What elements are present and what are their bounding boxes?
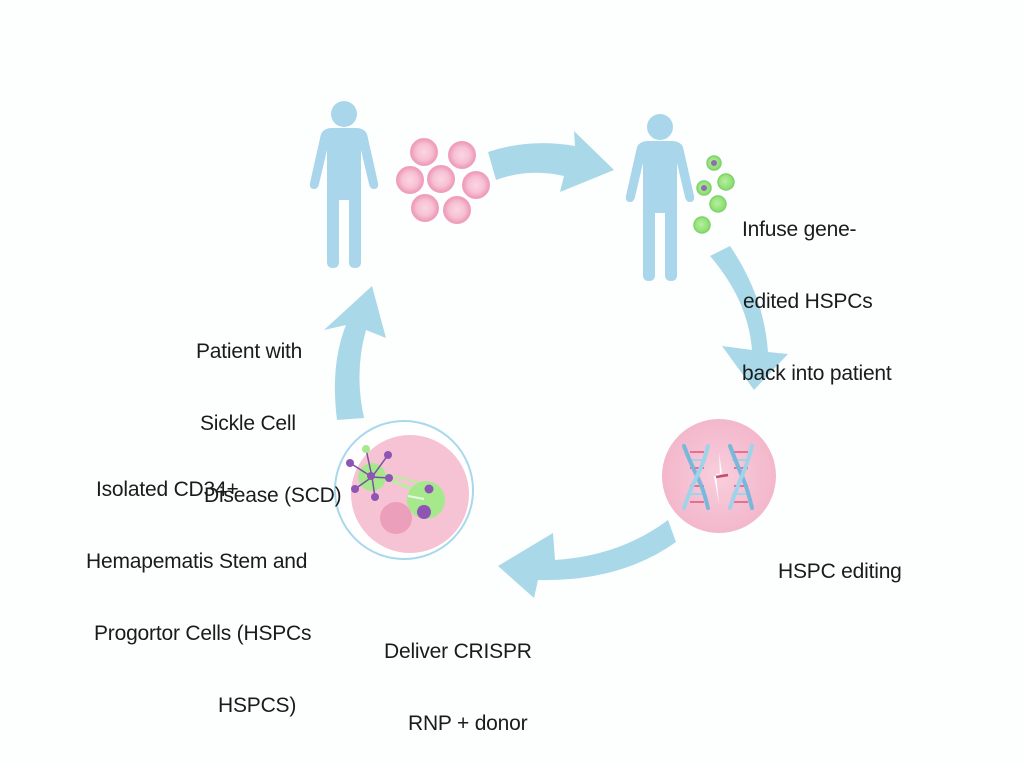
red-blood-cell bbox=[411, 194, 439, 222]
red-blood-cell bbox=[410, 138, 438, 166]
red-blood-cell bbox=[448, 141, 476, 169]
infuse-label: Infuse gene- edited HSPCs back into pati… bbox=[742, 170, 892, 410]
infuse-label-line: Infuse gene- bbox=[742, 218, 857, 241]
arrow-right-icon bbox=[488, 131, 614, 192]
patient-label-line: Patient with bbox=[196, 340, 303, 363]
hspc-editing-label: HSPC editing bbox=[778, 512, 902, 608]
isolated-label-line: Progortor Cells (HSPCs bbox=[94, 622, 312, 645]
patient-person-icon bbox=[309, 101, 379, 268]
patient-label-line: Disease (SCD) bbox=[204, 484, 342, 507]
isolated-label-line: Isolated CD34+ bbox=[96, 478, 239, 501]
infuse-label-line: edited HSPCs bbox=[743, 290, 873, 313]
isolated-label-line: HSPCS) bbox=[218, 694, 297, 717]
arrow-down-icon bbox=[710, 246, 788, 390]
isolated-label-line: Hemapematis Stem and bbox=[86, 550, 308, 573]
petri-dish-icon bbox=[334, 420, 474, 560]
deliver-crispr-label: Deliver CRISPR RNP + donor bbox=[384, 592, 532, 760]
red-blood-cells-icon bbox=[396, 138, 490, 224]
infuse-label-line: back into patient bbox=[742, 362, 892, 385]
deliver-label-line: RNP + donor bbox=[408, 712, 528, 735]
isolated-hspcs-label: Isolated CD34+ Hemapematis Stem and Prog… bbox=[86, 430, 312, 742]
red-blood-cell bbox=[427, 165, 455, 193]
red-blood-cell bbox=[462, 171, 490, 199]
deliver-label-line: Deliver CRISPR bbox=[384, 640, 532, 663]
patient-label: Patient with Sickle Cell Disease (SCD) bbox=[196, 292, 342, 532]
infused-patient-person-icon bbox=[625, 114, 695, 281]
editing-label-line: HSPC editing bbox=[778, 560, 902, 583]
edited-hspc-cells-icon bbox=[693, 155, 735, 234]
red-blood-cell bbox=[443, 196, 471, 224]
arrow-left-icon bbox=[498, 520, 676, 598]
patient-label-line: Sickle Cell bbox=[200, 412, 296, 435]
arrow-up-icon bbox=[324, 286, 386, 420]
red-blood-cell bbox=[396, 166, 424, 194]
dna-editing-icon bbox=[662, 419, 776, 533]
